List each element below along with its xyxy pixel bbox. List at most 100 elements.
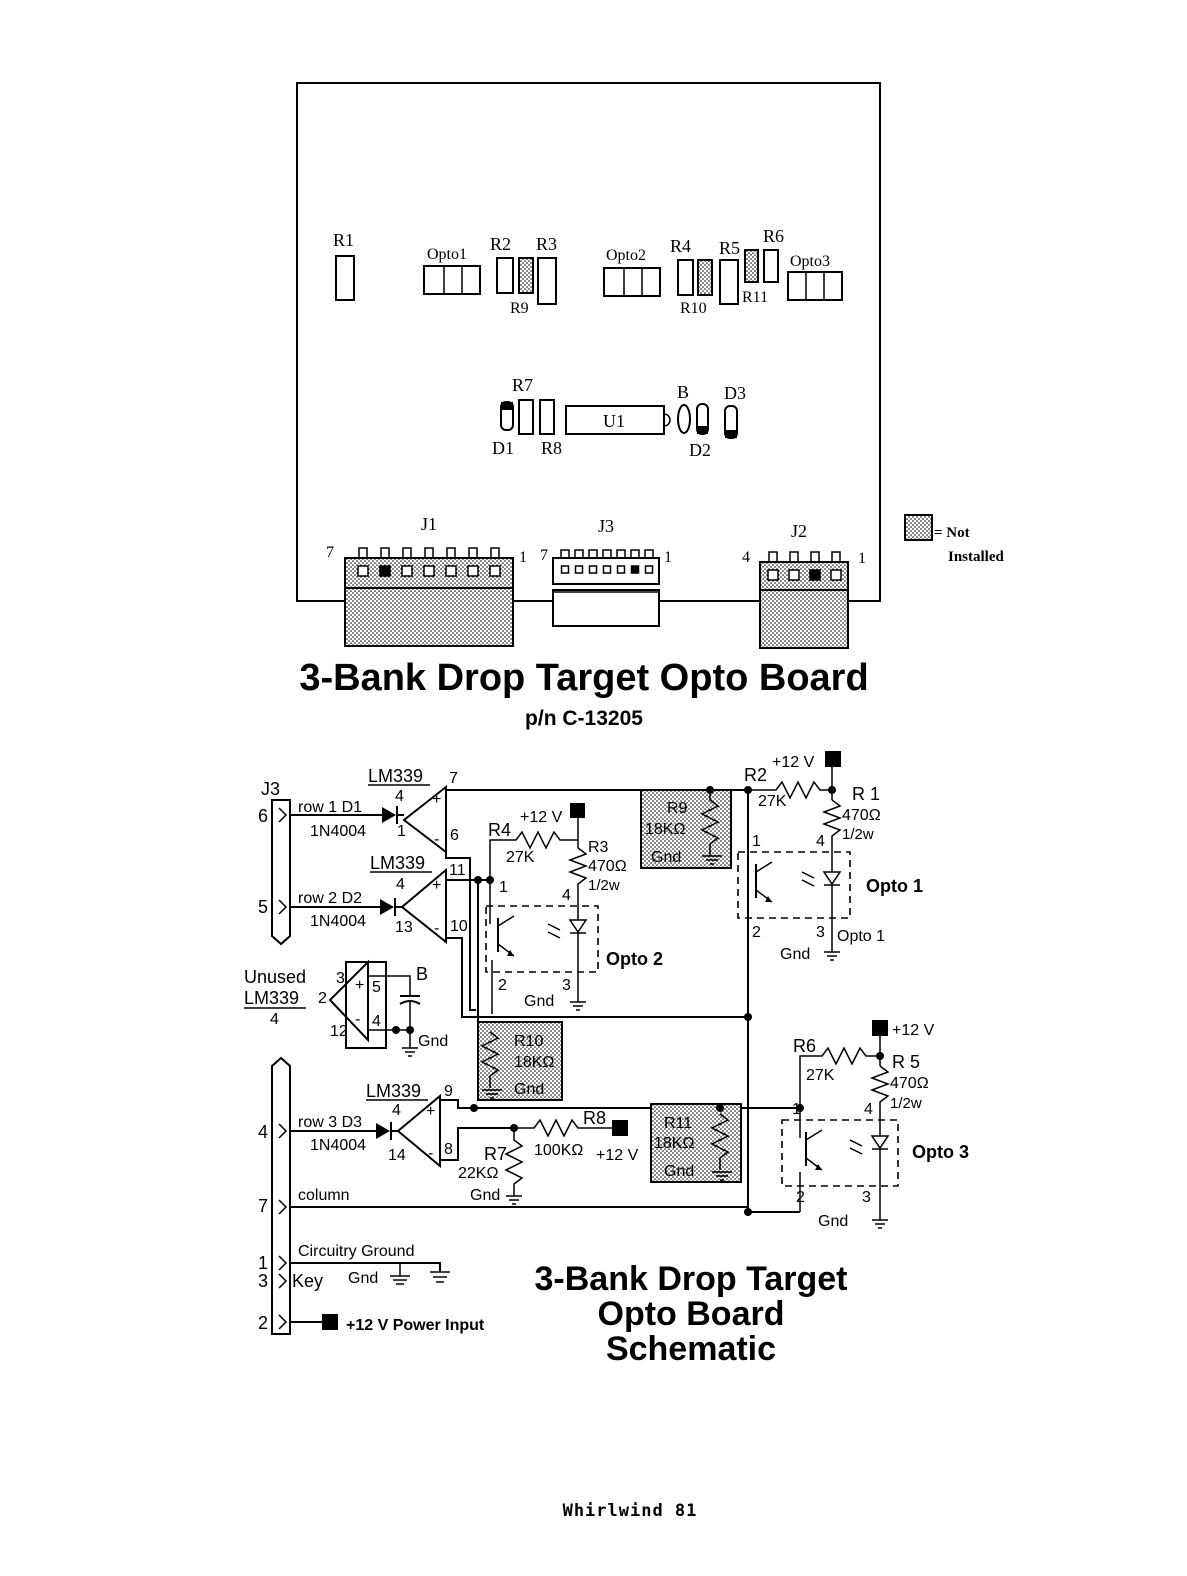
connector-pin [401, 565, 413, 577]
schem-opto1-pin1: 1 [752, 833, 761, 850]
schem-lm3-minus: - [428, 1145, 433, 1162]
connector-pin-tab [574, 549, 584, 558]
schem-opto1-gnd-symbol [824, 951, 840, 961]
schem-r7-gnd: Gnd [470, 1187, 500, 1204]
schem-r9-gnd: Gnd [651, 849, 681, 866]
schem-row1-label: row 1 D1 [298, 799, 362, 816]
connector-pin-tab [630, 549, 640, 558]
schem-pin-5-mark [278, 899, 288, 915]
connector-pin-tab [831, 551, 841, 562]
schem-pin-1: 1 [258, 1253, 268, 1273]
schem-r10-zigzag [480, 1031, 500, 1088]
schem-power-input: +12 V Power Input [346, 1317, 485, 1334]
connector-pin-tab [768, 551, 778, 562]
schem-d2-symbol [380, 899, 394, 915]
connector-pin [809, 569, 821, 581]
schem-opto3: +12 V R6 27K R 5 470Ω 1/2w 1 4 [474, 1020, 969, 1230]
schem-pin-5: 5 [258, 897, 268, 917]
label-j1: J1 [421, 514, 437, 534]
schem-opto3-arrow [815, 1164, 822, 1170]
label-opto1: Opto1 [427, 246, 467, 263]
schem-opto1-pin3: 3 [816, 924, 825, 941]
label-r1: R1 [333, 230, 354, 250]
schem-junction [392, 1026, 400, 1034]
part-r10-not-installed [697, 259, 713, 296]
part-r8 [539, 399, 555, 435]
label-j3-pin7: 7 [540, 547, 548, 564]
schem-lm2-sub: 4 [396, 876, 405, 893]
schem-r1-value: 470Ω [842, 807, 881, 824]
schem-j3-bar-lower [271, 1056, 291, 1335]
connector-pin [788, 569, 800, 581]
schem-lm2-pin10: 10 [450, 918, 468, 935]
schem-opto2-arrow [507, 950, 514, 956]
connector-pin [767, 569, 779, 581]
label-d3: D3 [724, 383, 746, 403]
label-r10: R10 [680, 300, 707, 317]
schem-pin-3: 3 [258, 1271, 268, 1291]
schem-r10-value: 18KΩ [514, 1054, 554, 1071]
schem-r7-label: R7 [484, 1144, 507, 1164]
schem-opto1-transistor [755, 861, 773, 903]
schem-title-line3: Schematic [606, 1330, 776, 1368]
schem-opto1-led [822, 871, 842, 886]
schem-d3-symbol [376, 1123, 390, 1139]
label-r6: R6 [763, 226, 784, 246]
schem-pin-4-mark [278, 1123, 288, 1139]
schem-junction [876, 1052, 884, 1060]
connector-pin [588, 565, 598, 574]
schem-opto3-led [870, 1135, 890, 1150]
part-r2 [496, 257, 514, 294]
schem-r10-not-installed: R10 18KΩ Gnd [477, 1021, 563, 1101]
schem-opto1-pin4: 4 [816, 833, 825, 850]
part-r1 [335, 255, 355, 301]
schem-unused-pin12: 12 [330, 1023, 348, 1040]
schem-opto3-transistor [805, 1129, 823, 1171]
connector-pin-tab [358, 547, 368, 558]
schem-lm1-pin6: 6 [450, 827, 459, 844]
schem-earth-ground-symbol [430, 1271, 450, 1283]
schem-opto3-pin2: 2 [796, 1189, 805, 1206]
schem-d1-part: 1N4004 [310, 823, 366, 840]
schem-opto2-light-rays [547, 923, 561, 939]
schem-key-gnd: Gnd [348, 1270, 378, 1287]
schem-r3-value: 470Ω [588, 858, 627, 875]
connector-pin-tab [644, 549, 654, 558]
schem-opto1-pin2: 2 [752, 924, 761, 941]
label-r3: R3 [536, 234, 557, 254]
board-layout: R1 Opto1 R2 R3 R9 Opto2 R4 R10 R5 R6 R11… [296, 82, 1005, 730]
schem-title-line1: 3-Bank Drop Target [535, 1260, 848, 1298]
schem-opto3-gnd-symbol [872, 1219, 888, 1229]
schem-lm1-label: LM339 [368, 766, 423, 786]
schem-r10-name: R10 [514, 1033, 543, 1050]
schem-opto1-v12-terminal [825, 751, 841, 767]
connector-pin-tab [424, 547, 434, 558]
schem-r3-watt: 1/2w [588, 877, 620, 894]
schem-wire-out3-link [440, 1099, 474, 1109]
schem-opto2-v12-terminal [570, 803, 585, 818]
label-r8: R8 [541, 438, 562, 458]
connector-pin [423, 565, 435, 577]
part-d3-band [725, 430, 737, 438]
schem-wire-column-bus [461, 1012, 748, 1018]
schem-r7-zigzag [504, 1128, 524, 1196]
schem-pin-1-mark [278, 1255, 288, 1271]
part-d1-band [501, 402, 513, 410]
connector-pin [616, 565, 626, 574]
label-r9: R9 [510, 300, 529, 317]
schematic: J3 6 5 4 7 1 3 2 row 1 D1 1N4004 LM339 4… [244, 751, 969, 1368]
schem-wire-inv2 [446, 937, 463, 1012]
schem-pin-4: 4 [258, 1122, 268, 1142]
schem-unused-pin3: 3 [336, 970, 345, 987]
schem-junction [474, 876, 482, 884]
part-r4 [677, 259, 694, 296]
schem-pin-6: 6 [258, 806, 268, 826]
schem-r6-zigzag [799, 1046, 880, 1108]
part-b-capacitor [677, 404, 691, 434]
schem-lm3-sub: 4 [392, 1102, 401, 1119]
board-title: 3-Bank Drop Target Opto Board [299, 657, 868, 699]
label-r5: R5 [719, 238, 740, 258]
schem-r3-zigzag [567, 847, 589, 900]
schem-lm3-plus: + [426, 1103, 435, 1120]
connector-pin [467, 565, 479, 577]
